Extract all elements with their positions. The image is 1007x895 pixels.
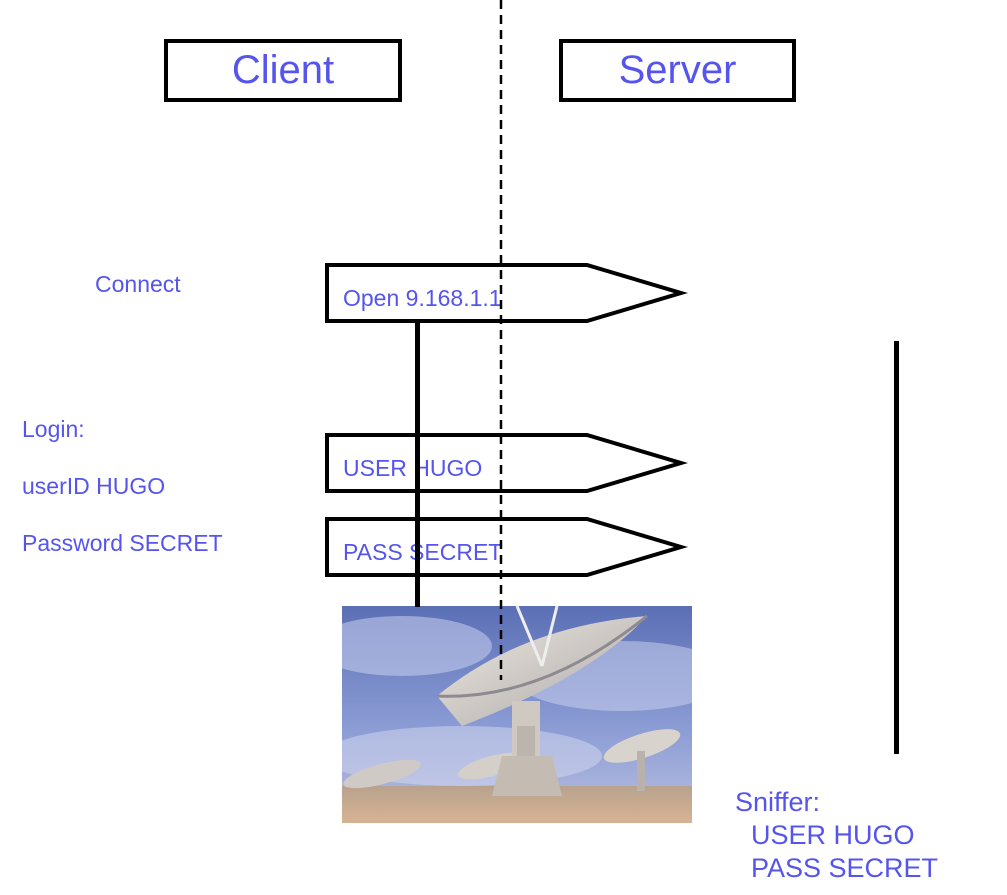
server-box: Server	[559, 39, 796, 102]
password-label: Password SECRET	[22, 530, 223, 556]
sniffer-line-pass: PASS SECRET	[751, 853, 939, 883]
message-pass-label: PASS SECRET	[343, 539, 503, 565]
network-divider-dashed	[499, 0, 503, 680]
client-box: Client	[164, 39, 402, 102]
sniffer-line-user: USER HUGO	[751, 820, 915, 850]
connect-label: Connect	[95, 271, 181, 297]
server-label: Server	[618, 48, 737, 92]
sniffer-title: Sniffer:	[735, 787, 821, 817]
arrow-shape-open	[325, 263, 689, 323]
login-label: Login:	[22, 416, 85, 442]
client-label: Client	[231, 48, 335, 92]
dish-photo-drawing	[342, 606, 692, 823]
userid-label: userID HUGO	[22, 473, 166, 499]
sniffer-lifeline	[894, 341, 899, 754]
client-lifeline	[415, 323, 420, 607]
sniffer-output: Sniffer: USER HUGO PASS SECRET	[735, 786, 938, 885]
message-open-label: Open 9.168.1.1	[343, 285, 502, 311]
satellite-dish-image	[342, 606, 692, 823]
arrow-shape-user	[325, 433, 689, 493]
message-user-label: USER HUGO	[343, 455, 483, 481]
arrow-shape-pass	[325, 517, 689, 577]
